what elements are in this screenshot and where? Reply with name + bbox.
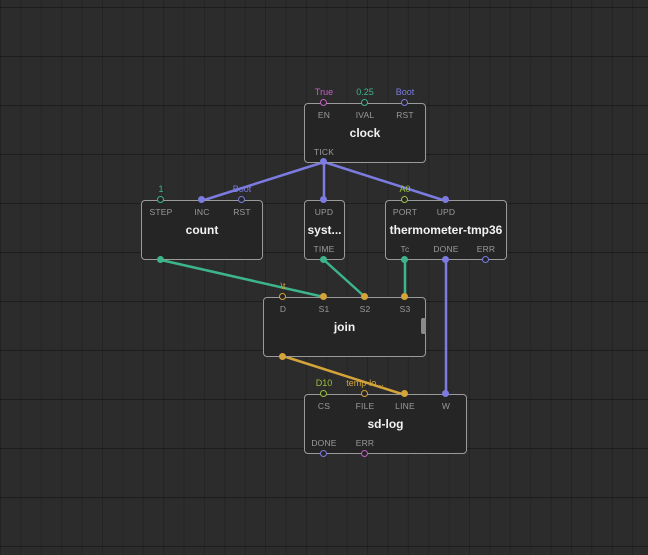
wire-join-to-sd-log-line[interactable] — [282, 354, 406, 397]
sd-log-w-pin[interactable] — [442, 390, 449, 397]
clock-rst-value[interactable]: Boot — [395, 87, 415, 97]
node-title: thermometer-tmp36 — [389, 223, 503, 237]
clock-ival-value[interactable]: 0.25 — [356, 87, 374, 97]
join-s3-pin[interactable] — [401, 293, 408, 300]
node-title: sd-log — [367, 417, 404, 431]
sd-log-line-label: LINE — [395, 401, 415, 411]
count-step-label: STEP — [149, 207, 173, 217]
sd-log-cs-label: CS — [317, 401, 331, 411]
sd-log-w-label: W — [441, 401, 451, 411]
system-time-upd-label: UPD — [314, 207, 334, 217]
node-system-time[interactable]: syst... — [304, 200, 345, 260]
join-s2-pin[interactable] — [361, 293, 368, 300]
node-title: count — [185, 223, 219, 237]
join-output-pin[interactable] — [279, 353, 286, 360]
clock-tick-pin[interactable] — [320, 158, 327, 165]
node-title: clock — [349, 126, 381, 140]
count-rst-label: RST — [233, 207, 251, 217]
thermometer-upd-pin[interactable] — [442, 196, 449, 203]
wire-tick-to-thermometer-upd[interactable] — [323, 160, 447, 203]
thermometer-tc-label: Tc — [400, 244, 410, 254]
node-join[interactable]: join — [263, 297, 426, 357]
thermometer-err-pin[interactable] — [482, 256, 489, 263]
count-rst-value[interactable]: Boot — [232, 184, 252, 194]
sd-log-done-pin[interactable] — [320, 450, 327, 457]
clock-tick-label: TICK — [313, 147, 335, 157]
count-step-value[interactable]: 1 — [158, 184, 164, 194]
count-step-pin[interactable] — [157, 196, 164, 203]
sd-log-done-label: DONE — [311, 438, 337, 448]
sd-log-err-pin[interactable] — [361, 450, 368, 457]
clock-ival-pin[interactable] — [361, 99, 368, 106]
sd-log-cs-pin[interactable] — [320, 390, 327, 397]
thermometer-done-label: DONE — [433, 244, 459, 254]
sd-log-err-label: ERR — [355, 438, 375, 448]
count-inc-label: INC — [194, 207, 210, 217]
thermometer-tc-pin[interactable] — [401, 256, 408, 263]
clock-rst-pin[interactable] — [401, 99, 408, 106]
sd-log-file-pin[interactable] — [361, 390, 368, 397]
clock-en-value[interactable]: True — [314, 87, 334, 97]
join-d-pin[interactable] — [279, 293, 286, 300]
sd-log-line-pin[interactable] — [401, 390, 408, 397]
clock-en-pin[interactable] — [320, 99, 327, 106]
wire-time-to-join-s2[interactable] — [323, 259, 366, 298]
join-d-value[interactable]: \t — [280, 281, 286, 291]
system-time-time-label: TIME — [313, 244, 335, 254]
join-s3-label: S3 — [399, 304, 411, 314]
sd-log-cs-value[interactable]: D10 — [315, 378, 333, 388]
join-d-label: D — [279, 304, 287, 314]
node-title: join — [333, 320, 356, 334]
sd-log-file-value[interactable]: temp-lo... — [346, 378, 384, 388]
node-sd-log[interactable]: sd-log — [304, 394, 467, 454]
thermometer-port-label: PORT — [392, 207, 418, 217]
thermometer-port-pin[interactable] — [401, 196, 408, 203]
clock-ival-label: IVAL — [355, 110, 375, 120]
clock-rst-label: RST — [396, 110, 414, 120]
join-s1-label: S1 — [318, 304, 330, 314]
thermometer-done-pin[interactable] — [442, 256, 449, 263]
system-time-time-pin[interactable] — [320, 256, 327, 263]
join-s1-pin[interactable] — [320, 293, 327, 300]
wire-tick-to-count-inc[interactable] — [200, 160, 325, 203]
node-clock[interactable]: clock — [304, 103, 426, 163]
join-resize-handle[interactable] — [421, 318, 426, 334]
wire-count-to-join-s1[interactable] — [160, 258, 325, 299]
count-output-pin[interactable] — [157, 256, 164, 263]
thermometer-err-label: ERR — [476, 244, 496, 254]
sd-log-file-label: FILE — [355, 401, 375, 411]
thermometer-port-value[interactable]: A0 — [399, 184, 411, 194]
node-title: syst... — [307, 223, 342, 237]
count-inc-pin[interactable] — [198, 196, 205, 203]
clock-en-label: EN — [317, 110, 331, 120]
join-s2-label: S2 — [359, 304, 371, 314]
thermometer-upd-label: UPD — [436, 207, 456, 217]
count-rst-pin[interactable] — [238, 196, 245, 203]
system-time-upd-pin[interactable] — [320, 196, 327, 203]
